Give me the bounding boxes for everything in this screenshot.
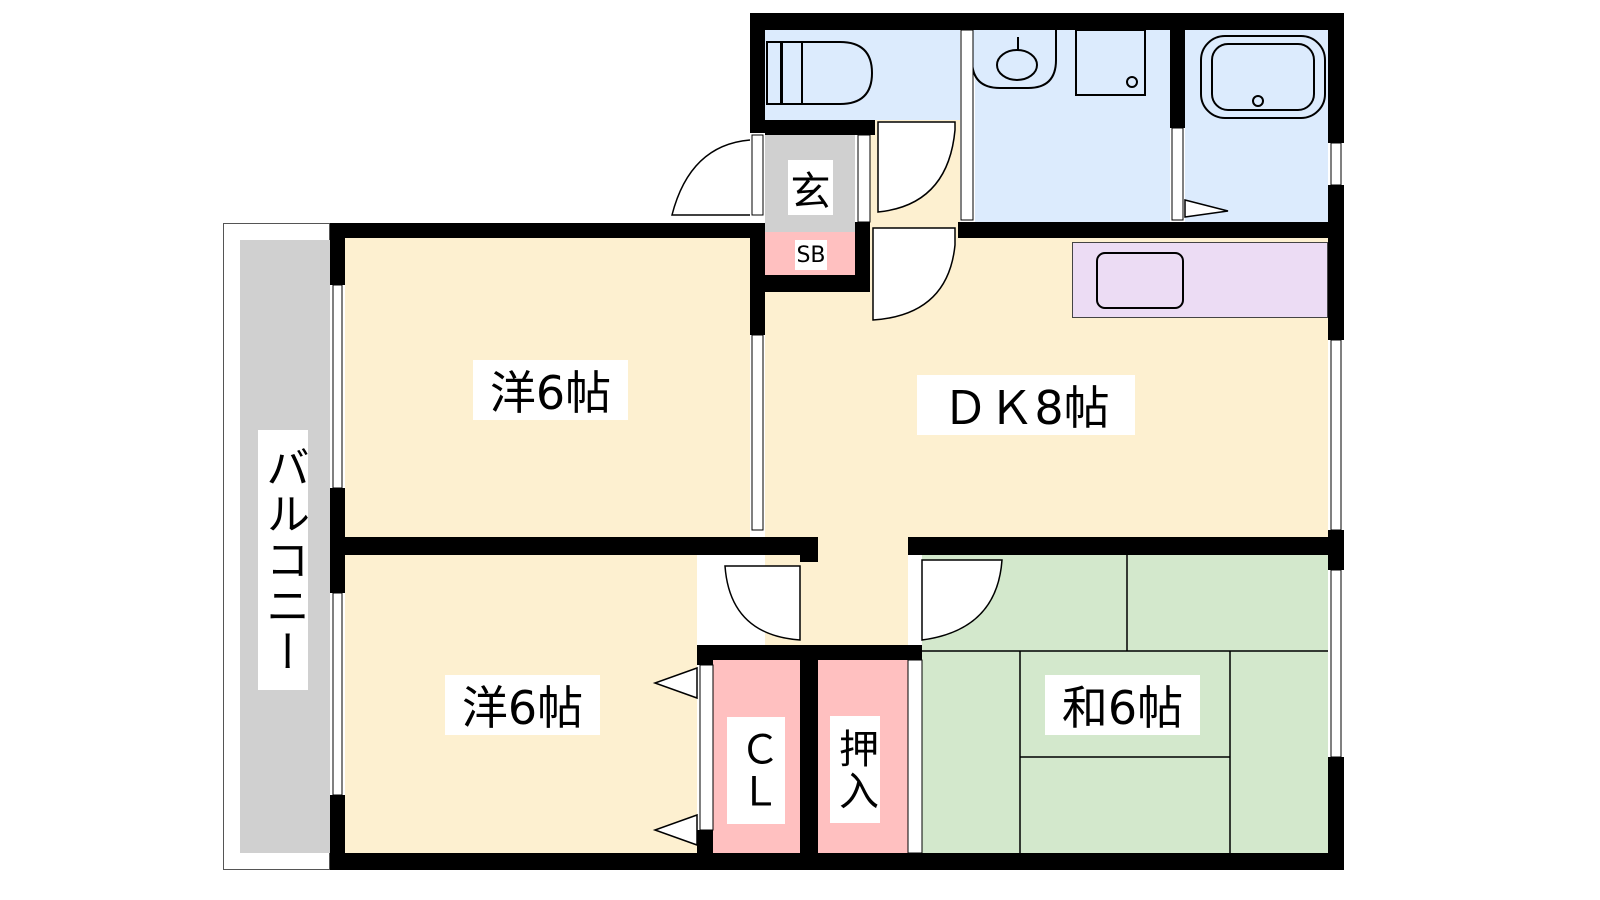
door-icon: [652, 121, 1229, 847]
wall: [697, 645, 713, 665]
wall: [750, 275, 870, 292]
toilet-icon: [766, 41, 874, 105]
wall: [330, 223, 765, 238]
wall: [908, 537, 1344, 555]
wall: [855, 222, 870, 292]
wall: [750, 13, 765, 133]
wall: [1328, 757, 1344, 870]
western-room-1-label: 洋6帖: [473, 360, 628, 420]
balcony-label: バルコニー: [258, 430, 309, 690]
wall: [800, 645, 818, 870]
wall: [330, 795, 345, 870]
kitchen-sink-icon: [1096, 252, 1184, 309]
oshiire-label: 押入: [830, 716, 880, 823]
washbasin-icon: [971, 30, 1057, 89]
entrance-label: 玄: [788, 160, 833, 215]
wall: [330, 537, 818, 555]
window-icon: [332, 29, 1342, 854]
bathtub-icon: [1200, 35, 1326, 119]
wall: [1328, 13, 1344, 143]
wall: [958, 222, 1344, 238]
wall: [330, 853, 1344, 870]
wall: [800, 537, 818, 562]
tatami-lines: [922, 555, 1328, 853]
japanese-room-label: 和6帖: [1045, 675, 1200, 735]
bathroom: [1185, 30, 1328, 222]
western-room-2-label: 洋6帖: [445, 675, 600, 735]
wall: [1170, 30, 1185, 128]
dining-kitchen-label: ＤＫ8帖: [917, 375, 1135, 435]
wall: [750, 13, 1344, 30]
wall: [750, 223, 765, 335]
wall: [765, 120, 875, 135]
wall: [330, 223, 345, 285]
kitchen-counter: [1072, 242, 1328, 318]
shoe-box-label: SB: [795, 240, 827, 270]
washing-machine-icon: [1075, 29, 1146, 96]
closet-label: ＣＬ: [727, 717, 785, 824]
